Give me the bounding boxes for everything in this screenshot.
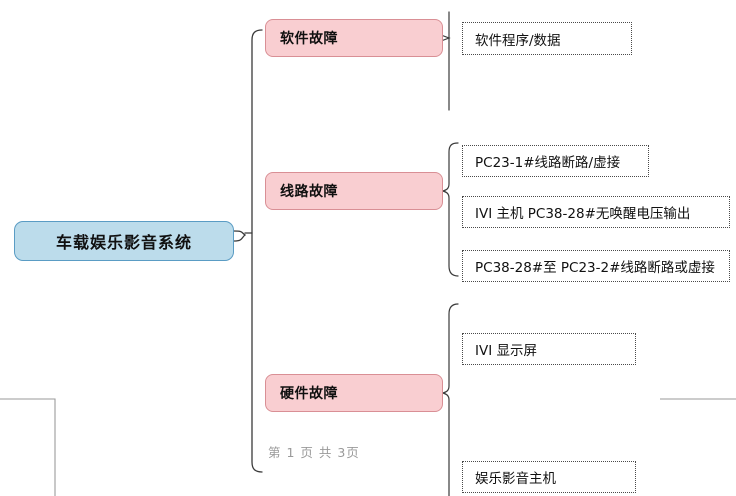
- root-brace: [233, 230, 247, 242]
- category-node-software-fault[interactable]: 软件故障: [265, 19, 443, 57]
- leaf-node-label: IVI 显示屏: [475, 343, 537, 359]
- category-node-label: 软件故障: [280, 31, 338, 47]
- branch2-brace: [441, 142, 459, 277]
- crop-mark-bottom-left: [0, 398, 56, 496]
- root-node-label: 车载娱乐影音系统: [55, 233, 192, 252]
- leaf-node-pc38-28-to-pc23-2-line-break[interactable]: PC38-28#至 PC23-2#线路断路或虚接: [462, 250, 730, 282]
- category-node-line-fault[interactable]: 线路故障: [265, 172, 443, 210]
- category-node-label: 线路故障: [280, 184, 338, 200]
- leaf-node-software-program-data[interactable]: 软件程序/数据: [462, 22, 632, 55]
- root-brace-spine: [244, 29, 263, 473]
- page-footer: 第 1 页 共 3页: [268, 445, 360, 460]
- category-node-label: 硬件故障: [280, 386, 338, 402]
- leaf-node-label: IVI 主机 PC38-28#无唤醒电压输出: [475, 206, 691, 222]
- leaf-node-label: 娱乐影音主机: [475, 471, 556, 487]
- leaf-node-ivi-display[interactable]: IVI 显示屏: [462, 333, 636, 365]
- leaf-node-pc23-1-line-break[interactable]: PC23-1#线路断路/虚接: [462, 145, 649, 177]
- leaf-node-ivi-host-no-wakeup-voltage[interactable]: IVI 主机 PC38-28#无唤醒电压输出: [462, 196, 730, 228]
- category-node-hardware-fault[interactable]: 硬件故障: [265, 374, 443, 412]
- leaf-node-label: 软件程序/数据: [475, 32, 561, 49]
- leaf-node-entertainment-host[interactable]: 娱乐影音主机: [462, 461, 636, 493]
- root-node[interactable]: 车载娱乐影音系统: [14, 221, 234, 261]
- branch3-brace: [441, 303, 459, 496]
- leaf-node-label: PC38-28#至 PC23-2#线路断路或虚接: [475, 260, 715, 276]
- leaf-node-label: PC23-1#线路断路/虚接: [475, 155, 621, 171]
